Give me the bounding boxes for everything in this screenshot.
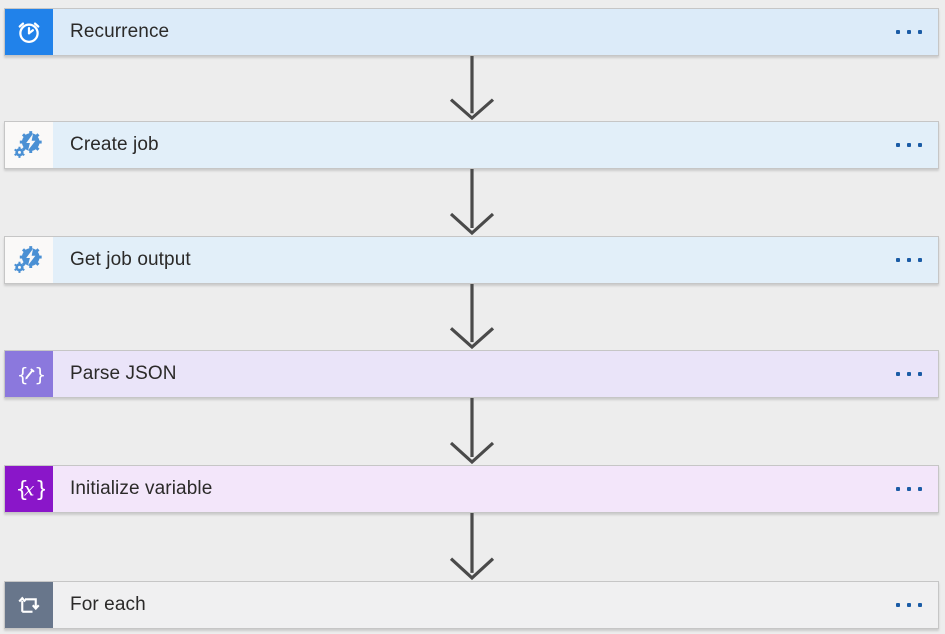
braces-x-icon: { x } [5, 466, 53, 512]
flow-step-create-job[interactable]: Create job [4, 121, 939, 169]
ellipsis-dot [918, 258, 922, 262]
card-header: Create job [53, 122, 938, 168]
connector-arrow-icon [442, 169, 502, 236]
ellipsis-dot [918, 372, 922, 376]
automation-gears-lightning-icon [5, 237, 53, 283]
card-header: Parse JSON [53, 351, 938, 397]
svg-text:}: } [34, 365, 44, 386]
ellipsis-dot [918, 30, 922, 34]
ellipsis-dot [896, 603, 900, 607]
flow-step-parse-json[interactable]: { } Parse JSON [4, 350, 939, 398]
svg-text:}: } [35, 478, 45, 503]
alarm-clock-icon [5, 9, 53, 55]
step-title: Recurrence [70, 21, 170, 42]
more-options-button[interactable] [894, 137, 924, 153]
flow-step-initialize-variable[interactable]: { x } Initialize variable [4, 465, 939, 513]
ellipsis-dot [907, 372, 911, 376]
more-options-button[interactable] [894, 252, 924, 268]
braces-pencil-icon: { } [5, 351, 53, 397]
ellipsis-dot [896, 372, 900, 376]
flow-step-for-each[interactable]: For each [4, 581, 939, 629]
loop-icon [5, 582, 53, 628]
ellipsis-dot [907, 603, 911, 607]
card-header: Get job output [53, 237, 938, 283]
more-options-button[interactable] [894, 597, 924, 613]
ellipsis-dot [907, 30, 911, 34]
svg-text:{: { [15, 478, 29, 503]
connector-arrow-icon [442, 513, 502, 581]
ellipsis-dot [907, 487, 911, 491]
card-header: Recurrence [53, 9, 938, 55]
ellipsis-dot [907, 143, 911, 147]
flow-step-get-job-output[interactable]: Get job output [4, 236, 939, 284]
connector-arrow-icon [442, 398, 502, 465]
flow-step-recurrence[interactable]: Recurrence [4, 8, 939, 56]
connector-arrow-icon [442, 284, 502, 350]
connector-arrow-icon [442, 56, 502, 121]
step-title: Get job output [70, 249, 191, 270]
step-title: Parse JSON [70, 363, 177, 384]
more-options-button[interactable] [894, 481, 924, 497]
ellipsis-dot [918, 603, 922, 607]
step-title: Create job [70, 134, 159, 155]
svg-text:{: { [17, 365, 29, 386]
automation-gears-lightning-icon [5, 122, 53, 168]
card-header: For each [53, 582, 938, 628]
ellipsis-dot [896, 143, 900, 147]
ellipsis-dot [918, 487, 922, 491]
step-title: Initialize variable [70, 478, 213, 499]
ellipsis-dot [896, 258, 900, 262]
svg-text:x: x [24, 480, 35, 501]
ellipsis-dot [896, 30, 900, 34]
ellipsis-dot [918, 143, 922, 147]
card-header: Initialize variable [53, 466, 938, 512]
ellipsis-dot [896, 487, 900, 491]
more-options-button[interactable] [894, 366, 924, 382]
step-title: For each [70, 594, 146, 615]
ellipsis-dot [907, 258, 911, 262]
more-options-button[interactable] [894, 24, 924, 40]
